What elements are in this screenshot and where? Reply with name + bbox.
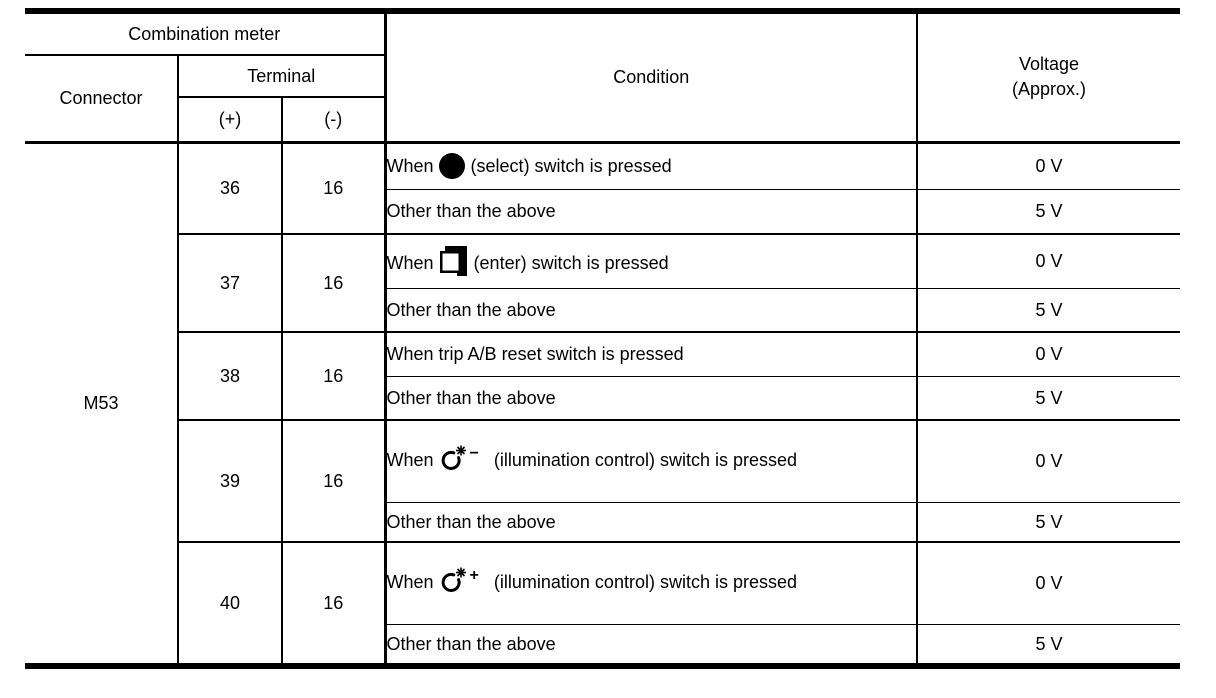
terminal-minus-cell: 16 [282, 420, 387, 543]
condition-cell: When + (illumination control) switch is pr… [385, 542, 919, 625]
condition-suffix: (enter) switch is pressed [473, 252, 669, 273]
illumination-plus-sign: + [469, 567, 479, 585]
combination-meter-voltage-table: Combination meter Condition Voltage (App… [25, 8, 1181, 669]
terminal-plus-cell: 39 [178, 420, 283, 543]
voltage-cell: 5 V [917, 502, 1181, 543]
header-row-2: Connector Terminal [25, 55, 1180, 144]
condition-cell: Other than the above [385, 502, 919, 543]
condition-cell: When (enter) switch is pressed [385, 234, 919, 289]
terminal-minus-cell: 16 [282, 142, 387, 235]
header-condition: Condition [385, 11, 919, 144]
table-row: 39 16 When −(illumination control) switch… [25, 420, 1181, 543]
table-row: Other than the above 5 V [25, 288, 1181, 333]
condition-prefix: When [386, 450, 434, 471]
table-row: M53 36 16 When (select) switch is pressed… [25, 142, 1181, 666]
condition-suffix: (illumination control) switch is pressed [493, 450, 797, 471]
table-row: Other than the above 5 V [25, 376, 1181, 421]
header-voltage: Voltage (Approx.) [917, 11, 1181, 144]
enter-icon [439, 245, 467, 276]
condition-cell: When trip A/B reset switch is pressed [385, 332, 919, 377]
table-row: 38 16 When trip A/B reset switch is pres… [25, 332, 1181, 421]
table-row: 40 16 When + (illumination control) switch… [25, 542, 1181, 666]
table-row: 37 16 When (enter) switch is pressed 0 V [25, 234, 1181, 333]
condition-suffix: (illumination control) switch is pressed [493, 572, 797, 593]
header-terminal: Terminal [178, 55, 387, 98]
condition-text: When + (illumination control) switch is pr… [387, 565, 829, 601]
voltage-label-line2: (Approx.) [1012, 79, 1087, 100]
header-row-3: (+) (-) [25, 97, 1180, 144]
voltage-cell: 0 V [917, 332, 1181, 377]
table-row: Other than the above 5 V [25, 624, 1180, 666]
header-connector: Connector [25, 55, 179, 144]
illumination-control-icon [441, 567, 466, 593]
condition-cell: When −(illumination control) switch is pr… [385, 420, 919, 503]
condition-cell: Other than the above [385, 376, 919, 421]
condition-cell: Other than the above [385, 624, 919, 666]
condition-suffix: (select) switch is pressed [470, 156, 672, 176]
terminal-minus-cell: 16 [282, 234, 387, 333]
condition-cell: Other than the above [385, 288, 919, 333]
condition-prefix: When [386, 572, 434, 593]
voltage-cell: 0 V [917, 234, 1181, 289]
connector-cell: M53 [25, 142, 179, 666]
terminal-plus-cell: 38 [178, 332, 283, 421]
condition-prefix: When [386, 156, 434, 176]
condition-prefix: When [386, 252, 434, 273]
header-terminal-plus: (+) [178, 97, 283, 144]
voltage-cell: 0 V [917, 142, 1181, 190]
terminal-plus-cell: 37 [178, 234, 283, 333]
voltage-label-line1: Voltage [1018, 54, 1080, 75]
illumination-minus-sign: − [469, 445, 479, 463]
illumination-control-icon [441, 445, 466, 471]
terminal-minus-cell: 16 [282, 542, 387, 666]
condition-text: When −(illumination control) switch is pr… [387, 443, 829, 479]
select-icon [438, 153, 465, 179]
condition-cell: Other than the above [385, 189, 919, 235]
voltage-cell: 5 V [917, 189, 1181, 235]
voltage-cell: 5 V [917, 288, 1181, 333]
table-row: Other than the above 5 V [25, 189, 1181, 235]
voltage-cell: 0 V [917, 542, 1181, 625]
terminal-minus-cell: 16 [282, 332, 387, 421]
condition-cell: When (select) switch is pressed [385, 142, 919, 190]
voltage-cell: 0 V [917, 420, 1181, 503]
terminal-plus-cell: 40 [178, 542, 283, 666]
voltage-cell: 5 V [917, 376, 1181, 421]
table-row: Other than the above 5 V [25, 502, 1181, 543]
header-row-1: Combination meter Condition Voltage (App… [25, 11, 1181, 144]
terminal-plus-cell: 36 [178, 142, 283, 235]
header-combination-meter: Combination meter [25, 11, 387, 56]
header-terminal-minus: (-) [282, 97, 387, 144]
voltage-cell: 5 V [1035, 633, 1063, 654]
